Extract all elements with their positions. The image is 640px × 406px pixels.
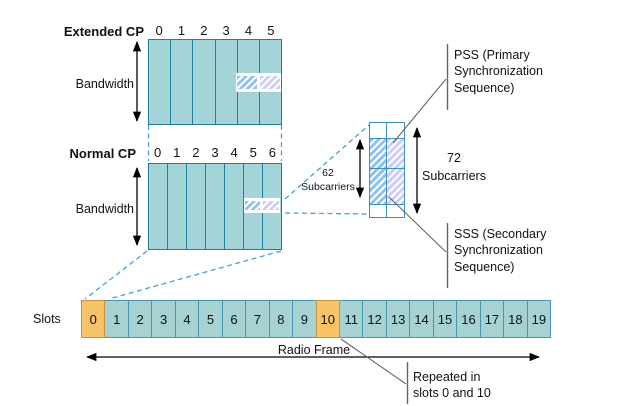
normal-cp-slot-grid <box>148 163 282 250</box>
slot-cell-9: 9 <box>292 300 317 338</box>
symbol-number: 2 <box>192 145 200 160</box>
bandwidth-label-extended: Bandwidth <box>75 77 134 91</box>
symbol-cell <box>168 164 187 249</box>
slot-cell-13: 13 <box>385 300 411 338</box>
slot-cell-6: 6 <box>221 300 247 338</box>
sss-symbol-extended <box>237 76 257 89</box>
symbol-number: 4 <box>230 145 238 160</box>
subcarrier-zoom-box <box>369 122 405 218</box>
sss-subcarriers-hatch <box>370 139 387 204</box>
slot-cell-8: 8 <box>268 300 294 338</box>
unused-subcarriers-bottom <box>370 204 404 217</box>
symbol-number: 0 <box>155 23 163 38</box>
pss-label: PSS (Primary Synchronization Sequence) <box>454 48 543 95</box>
slots-label: Slots <box>33 312 61 326</box>
symbol-cell <box>149 164 168 249</box>
symbol-cell <box>215 40 238 124</box>
symbol-number: 1 <box>173 145 181 160</box>
slot-cell-14: 14 <box>409 300 434 338</box>
slot-cell-5: 5 <box>198 300 223 338</box>
zoom-dashed-bottom <box>284 212 369 215</box>
slot-cell-17: 17 <box>479 300 505 338</box>
slot-cell-12: 12 <box>362 300 387 338</box>
symbol-cell <box>206 164 225 249</box>
symbol-number: 2 <box>200 23 208 38</box>
sync-signal-band <box>236 73 281 92</box>
symbol-number: 4 <box>244 23 253 38</box>
pss-symbol-extended <box>260 76 280 89</box>
symbol-cell <box>171 40 194 124</box>
symbol-cell <box>193 40 216 124</box>
bandwidth-label-normal: Bandwidth <box>75 202 134 216</box>
slot-cell-3: 3 <box>151 300 176 338</box>
sss-label: SSS (Secondary Synchronization Sequence) <box>454 227 547 274</box>
extended-cp-slot-grid <box>148 39 282 125</box>
symbol-cell <box>149 40 172 124</box>
slot-cell-18: 18 <box>503 300 528 338</box>
symbol-number: 3 <box>211 145 219 160</box>
sync-signal-band <box>244 198 280 213</box>
slot-cell-2: 2 <box>127 300 153 338</box>
slot-cell-4: 4 <box>174 300 200 338</box>
mid-divider <box>370 168 404 169</box>
symbol-cell <box>187 164 206 249</box>
slot-cell-15: 15 <box>432 300 458 338</box>
72-subcarriers-label: 72 Subcarriers <box>422 151 486 184</box>
slot-cell-11: 11 <box>338 300 364 338</box>
symbol-cell <box>225 164 244 249</box>
62-subcarriers-label: 62 Subcarriers <box>301 167 355 193</box>
radio-frame-label: Radio Frame <box>277 343 351 357</box>
sss-symbol-normal <box>245 201 260 210</box>
slot-cell-10: 10 <box>315 300 340 338</box>
slot-zoom-dashed-left <box>84 250 148 300</box>
extended-cp-label: Extended CP <box>63 24 144 39</box>
slot-cell-16: 16 <box>456 300 481 338</box>
unused-subcarriers-top <box>370 123 404 139</box>
normal-cp-label: Normal CP <box>69 146 136 161</box>
pss-subcarriers-hatch <box>387 139 404 204</box>
symbol-number: 5 <box>267 23 275 38</box>
pss-symbol-normal <box>263 201 279 210</box>
repeated-in-slots-label: Repeated in slots 0 and 10 <box>413 370 491 401</box>
symbol-number: 0 <box>153 145 162 160</box>
symbol-number: 5 <box>249 145 257 160</box>
symbol-number: 1 <box>177 23 186 38</box>
slot-cell-1: 1 <box>104 300 129 338</box>
slot-cell-19: 19 <box>526 300 552 338</box>
symbol-number: 6 <box>268 145 277 160</box>
symbol-number: 3 <box>222 23 230 38</box>
slot-cell-7: 7 <box>245 300 270 338</box>
slot-cell-0: 0 <box>81 300 106 338</box>
symbol-divider <box>386 123 387 217</box>
slot-zoom-dashed-right <box>108 250 282 300</box>
